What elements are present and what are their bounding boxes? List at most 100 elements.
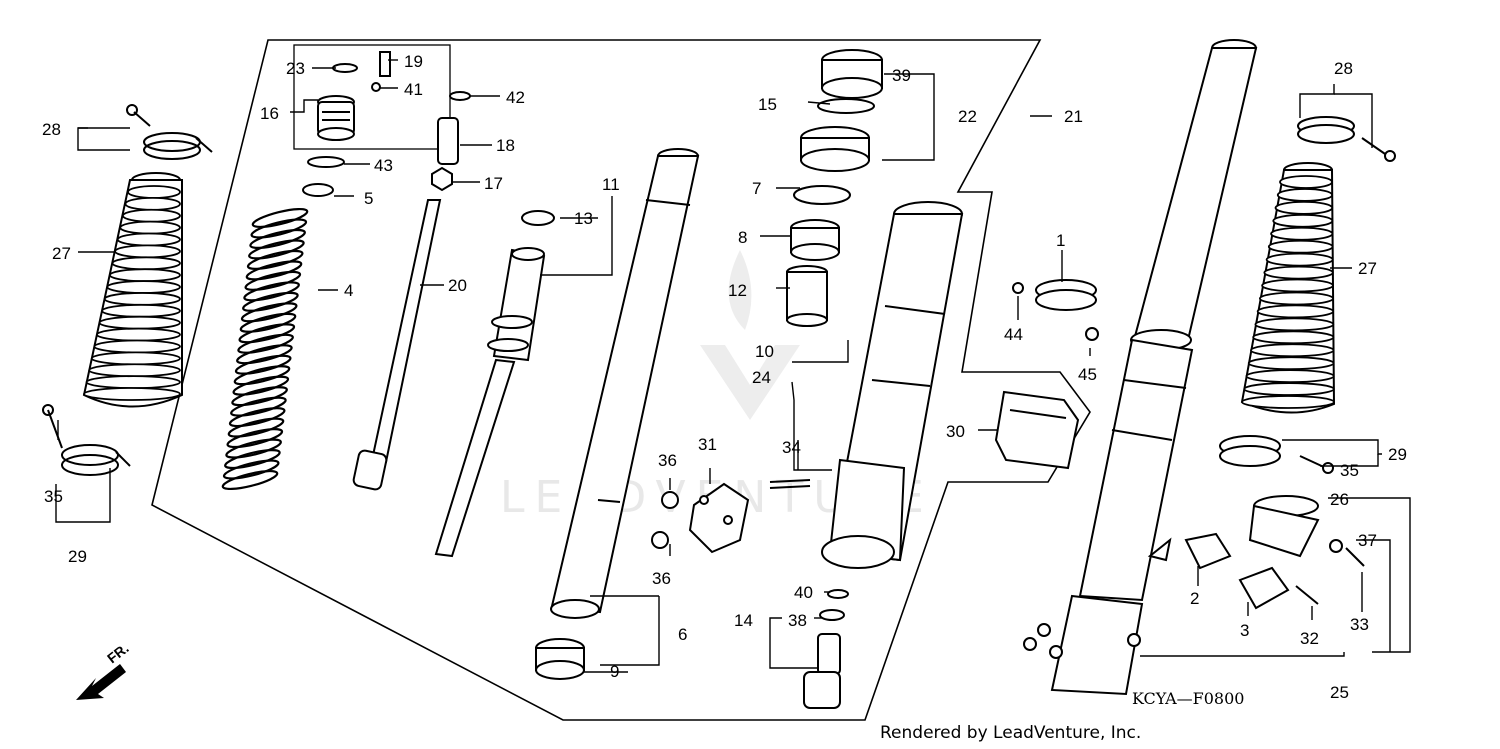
spring-coil bbox=[233, 365, 291, 386]
callout-42: 42 bbox=[506, 88, 525, 107]
callout-26: 26 bbox=[1330, 490, 1349, 509]
fork-outer-tube-left bbox=[550, 148, 700, 619]
callout-16: 16 bbox=[260, 104, 279, 123]
callout-22: 22 bbox=[958, 107, 977, 126]
boot-rib bbox=[1267, 239, 1334, 254]
callout-3: 3 bbox=[1240, 621, 1249, 640]
callout-labels: 1 2 3 4 5 6 7 8 9 10 11 12 13 14 15 16 1… bbox=[42, 52, 1407, 702]
callout-35-left: 35 bbox=[44, 487, 63, 506]
boot-rib bbox=[119, 220, 181, 235]
callout-19: 19 bbox=[404, 52, 423, 71]
left-boot-clamps bbox=[42, 104, 213, 476]
callout-35-right: 35 bbox=[1340, 461, 1359, 480]
drain-bolt bbox=[803, 589, 849, 709]
fork-guard-parts bbox=[1184, 495, 1365, 610]
boot-rib bbox=[114, 244, 181, 259]
boot-rib bbox=[1263, 265, 1334, 280]
fork-slider bbox=[821, 201, 964, 569]
callout-41: 41 bbox=[404, 80, 423, 99]
callout-27-left: 27 bbox=[52, 244, 71, 263]
spring-coil bbox=[248, 239, 305, 260]
boot-rib bbox=[1254, 317, 1335, 332]
callout-8: 8 bbox=[738, 228, 747, 247]
boot-rib bbox=[90, 351, 181, 366]
boot-rib bbox=[1258, 291, 1334, 306]
spring-coil bbox=[234, 354, 292, 375]
boot-rib bbox=[101, 303, 181, 318]
callout-36-bottom: 36 bbox=[652, 569, 671, 588]
boot-rib bbox=[98, 315, 181, 330]
callout-9: 9 bbox=[610, 662, 619, 681]
callout-29-left: 29 bbox=[68, 547, 87, 566]
boot-rib bbox=[88, 363, 181, 378]
drawing-code: KCYA—F0800 bbox=[1132, 689, 1244, 708]
callout-38: 38 bbox=[788, 611, 807, 630]
fork-seals bbox=[786, 49, 883, 327]
callout-44: 44 bbox=[1004, 325, 1023, 344]
callout-31: 31 bbox=[698, 435, 717, 454]
callout-14: 14 bbox=[734, 611, 753, 630]
callout-23: 23 bbox=[286, 59, 305, 78]
callout-34: 34 bbox=[782, 438, 801, 457]
spring-coil bbox=[250, 218, 308, 239]
spring-coil bbox=[243, 281, 300, 302]
spring-coil bbox=[240, 302, 298, 323]
fork-guard-clamp bbox=[994, 390, 1080, 470]
boot-rib bbox=[1272, 213, 1334, 228]
callout-11: 11 bbox=[602, 175, 620, 194]
boot-rib bbox=[96, 327, 181, 342]
boot-rib bbox=[85, 375, 181, 390]
boot-rib bbox=[1250, 343, 1335, 358]
bolts-and-cap bbox=[651, 479, 811, 554]
callout-15: 15 bbox=[758, 95, 777, 114]
boot-rib bbox=[106, 280, 181, 294]
spring-coil bbox=[231, 386, 288, 407]
spring-coil bbox=[251, 207, 309, 229]
front-direction-arrow: FR. bbox=[76, 640, 132, 700]
boot-rib bbox=[1243, 382, 1335, 396]
spring-coil bbox=[228, 407, 286, 428]
boot-rib bbox=[103, 292, 181, 306]
boot-rib bbox=[1265, 252, 1334, 267]
callout-30: 30 bbox=[946, 422, 965, 441]
boot-rib bbox=[1247, 356, 1335, 371]
callout-10: 10 bbox=[755, 342, 774, 361]
callout-28-right: 28 bbox=[1334, 59, 1353, 78]
callout-37: 37 bbox=[1358, 531, 1377, 550]
inner-piston-rod bbox=[434, 210, 555, 558]
credit-text: Rendered by LeadVenture, Inc. bbox=[880, 723, 1141, 743]
callout-40: 40 bbox=[794, 583, 813, 602]
callout-21: 21 bbox=[1064, 107, 1083, 126]
callout-2: 2 bbox=[1190, 589, 1199, 608]
spring-coil bbox=[226, 428, 284, 449]
top-cap-parts bbox=[302, 51, 471, 197]
boot-rib bbox=[108, 268, 181, 283]
spring-coil bbox=[221, 469, 279, 491]
callout-25: 25 bbox=[1330, 683, 1349, 702]
spring-coil bbox=[245, 260, 303, 281]
spring-coil bbox=[222, 459, 280, 480]
callout-27-right: 27 bbox=[1358, 259, 1377, 278]
callout-13: 13 bbox=[574, 209, 593, 228]
callout-39: 39 bbox=[892, 66, 911, 85]
spring-coil bbox=[244, 270, 302, 291]
leader-lines bbox=[55, 59, 1411, 673]
boot-rib bbox=[83, 387, 181, 401]
callout-45: 45 bbox=[1078, 365, 1097, 384]
callout-36-top: 36 bbox=[658, 451, 677, 470]
spring-coil bbox=[230, 396, 287, 417]
spring-coil bbox=[236, 344, 293, 365]
boot-rib bbox=[1270, 226, 1334, 241]
spring-coil bbox=[249, 228, 306, 249]
bushing-9 bbox=[535, 638, 585, 680]
callout-4: 4 bbox=[344, 281, 353, 300]
callout-1: 1 bbox=[1056, 231, 1065, 250]
spring-coil bbox=[224, 449, 281, 470]
spring-coil bbox=[237, 333, 294, 354]
callout-17: 17 bbox=[484, 174, 503, 193]
callout-24: 24 bbox=[752, 368, 771, 387]
boot-rib bbox=[1241, 395, 1335, 409]
spring-coil bbox=[225, 438, 282, 459]
boot-rib bbox=[127, 185, 181, 199]
boot-rib bbox=[124, 196, 181, 211]
